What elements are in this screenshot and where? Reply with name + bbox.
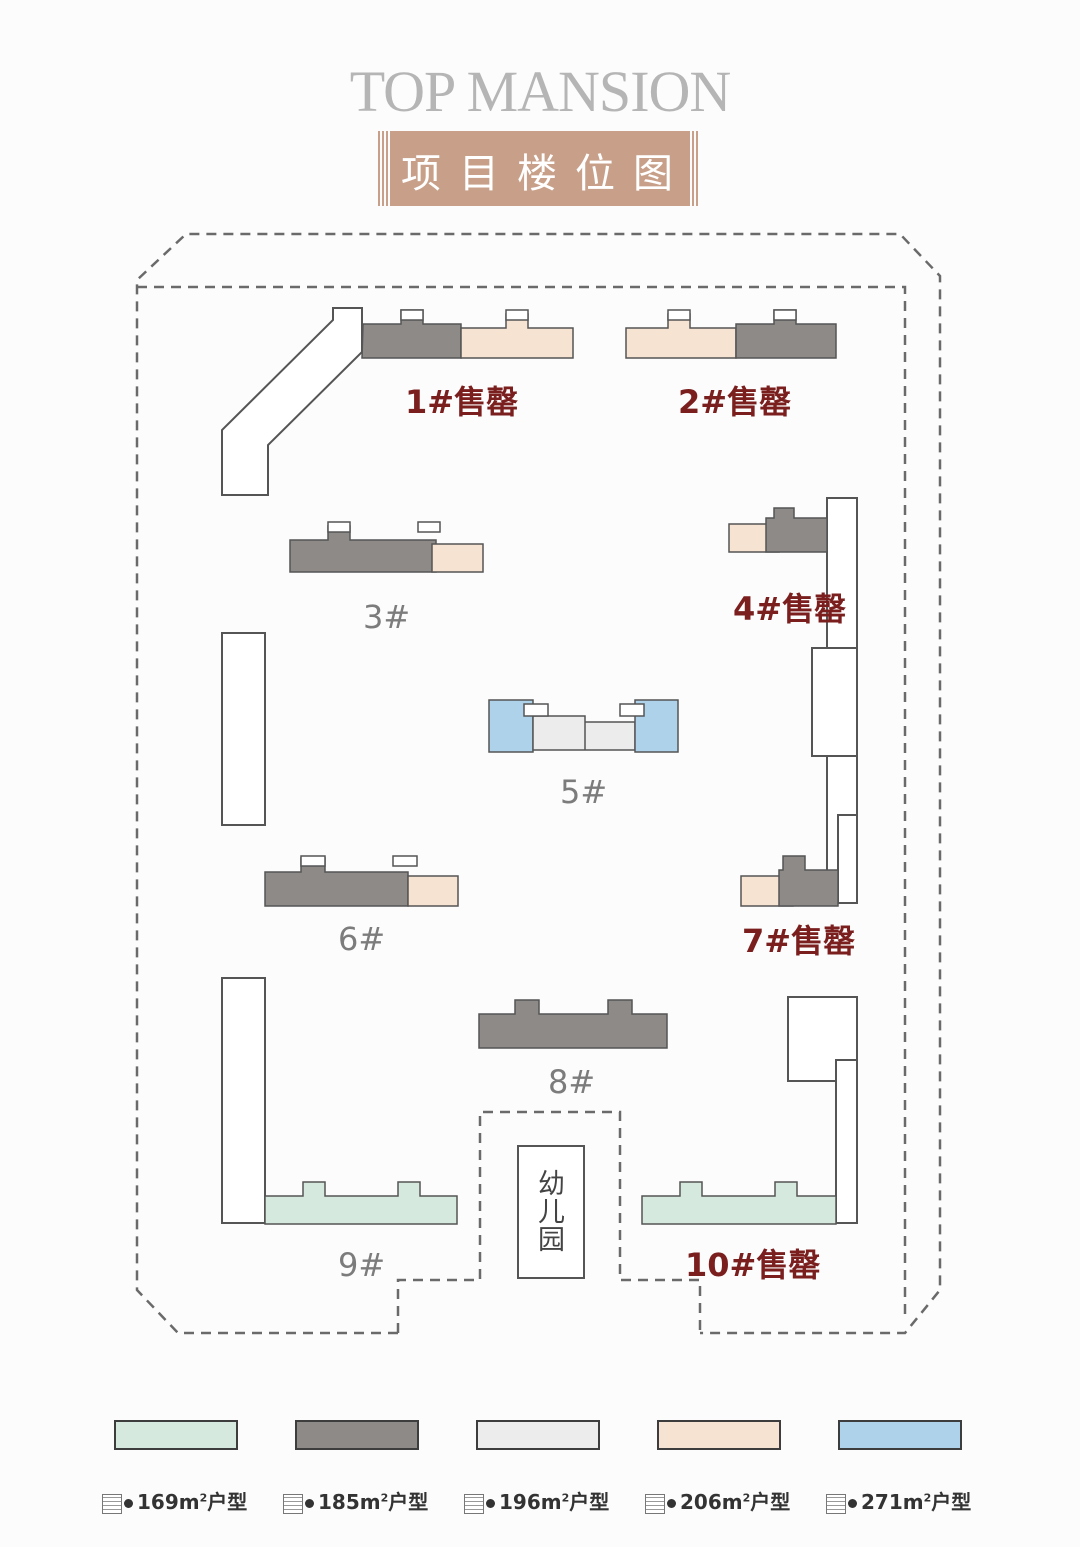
building-2-unit-206 [625, 313, 737, 359]
site-inner-boundary [137, 285, 907, 1320]
building-2-label: 2#售罄 [678, 383, 791, 421]
building-area-tag-icon [826, 1493, 846, 1514]
building-3-core-b [417, 521, 441, 533]
building-1-core-b [505, 309, 529, 321]
banner-stripes-left [378, 131, 390, 206]
legend-label-271: 271m2户型 [826, 1486, 971, 1515]
building-10-label: 10#售罄 [685, 1246, 820, 1284]
building-8-unit-185 [478, 999, 668, 1049]
building-2-footprint [625, 309, 837, 359]
building-area-tag-icon [645, 1493, 665, 1514]
building-1-label: 1#售罄 [405, 383, 518, 421]
bullet-icon [848, 1499, 857, 1508]
building-9-label: 9# [338, 1246, 385, 1284]
legend-swatch-185 [295, 1420, 419, 1450]
legend-unit: m2 [178, 1490, 208, 1514]
legend-suffix-169: 户型 [207, 1490, 248, 1514]
building-9-unit-169 [264, 1181, 458, 1225]
kindergarten-char-2: 儿 [538, 1197, 565, 1228]
bullet-icon [124, 1499, 133, 1508]
legend-swatch-271 [838, 1420, 962, 1450]
building-1-footprint [361, 309, 574, 359]
building-8-label: 8# [548, 1063, 595, 1101]
building-6-unit-206 [407, 875, 459, 907]
legend-area-271: 271 [861, 1490, 903, 1514]
building-1-unit-206-a [460, 313, 574, 359]
building-6-core-b [392, 855, 418, 867]
legend-label-196: 196m2户型 [464, 1486, 609, 1515]
kindergarten-building [517, 1145, 585, 1279]
building-4-footprint [728, 507, 828, 553]
building-5-unit-196 [532, 715, 636, 751]
legend-suffix-271: 户型 [931, 1490, 972, 1514]
building-8-footprint [478, 999, 668, 1049]
bullet-icon [486, 1499, 495, 1508]
building-6-label: 6# [338, 920, 385, 958]
building-4-unit-185 [765, 507, 828, 553]
legend-swatch-169 [114, 1420, 238, 1450]
podium-block-west [221, 632, 266, 826]
building-area-tag-icon [283, 1493, 303, 1514]
legend-swatch-206 [657, 1420, 781, 1450]
building-1-core-a [400, 309, 424, 321]
building-5-core-b [619, 703, 645, 717]
building-10-footprint [641, 1181, 837, 1225]
subtitle-text: 项目楼位图 [401, 151, 691, 197]
legend-label-206: 206m2户型 [645, 1486, 790, 1515]
building-area-tag-icon [464, 1493, 484, 1514]
podium-block-nw [221, 307, 363, 496]
legend-unit: m2 [359, 1490, 389, 1514]
legend-suffix-206: 户型 [750, 1490, 791, 1514]
building-4-label: 4#售罄 [733, 590, 846, 628]
legend-unit: m2 [721, 1490, 751, 1514]
building-10-unit-169 [641, 1181, 837, 1225]
podium-block-east-2 [811, 647, 858, 757]
building-7-footprint [740, 855, 839, 907]
building-area-tag-icon [102, 1493, 122, 1514]
legend-area-196: 196 [499, 1490, 541, 1514]
building-6-unit-185 [264, 857, 409, 907]
building-9-footprint [264, 1181, 458, 1225]
podium-block-sw [221, 977, 266, 1224]
building-2-core-b [773, 309, 797, 321]
site-boundary [135, 232, 942, 1335]
podium-block-east-3 [837, 814, 858, 904]
subtitle-banner: 项目楼位图 [378, 131, 700, 206]
legend-area-185: 185 [318, 1490, 360, 1514]
legend-unit: m2 [902, 1490, 932, 1514]
building-5-core-a [523, 703, 549, 717]
bullet-icon [305, 1499, 314, 1508]
building-3-core-a [327, 521, 351, 533]
building-2-core-a [667, 309, 691, 321]
legend-swatch-196 [476, 1420, 600, 1450]
kindergarten-char-1: 幼 [538, 1169, 565, 1200]
building-7-label: 7#售罄 [742, 922, 855, 960]
building-5-footprint [488, 699, 679, 753]
banner-stripes-right [688, 131, 700, 206]
legend-suffix-185: 户型 [388, 1490, 429, 1514]
building-7-unit-185 [778, 855, 839, 907]
building-6-core-a [300, 855, 326, 867]
building-3-footprint [289, 521, 484, 573]
legend-label-185: 185m2户型 [283, 1486, 428, 1515]
building-3-unit-206 [431, 543, 484, 573]
building-5-label: 5# [560, 773, 607, 811]
bullet-icon [667, 1499, 676, 1508]
legend-suffix-196: 户型 [569, 1490, 610, 1514]
legend-area-206: 206 [680, 1490, 722, 1514]
legend-label-169: 169m2户型 [102, 1486, 247, 1515]
building-3-label: 3# [363, 598, 410, 636]
kindergarten-char-3: 园 [538, 1225, 565, 1256]
legend-unit: m2 [540, 1490, 570, 1514]
podium-block-se-2 [835, 1059, 858, 1224]
building-6-footprint [264, 855, 459, 907]
building-3-unit-185 [289, 525, 437, 573]
building-5-unit-271-b [634, 699, 679, 753]
legend-area-169: 169 [137, 1490, 179, 1514]
page-title: TOP MANSION [349, 59, 732, 124]
